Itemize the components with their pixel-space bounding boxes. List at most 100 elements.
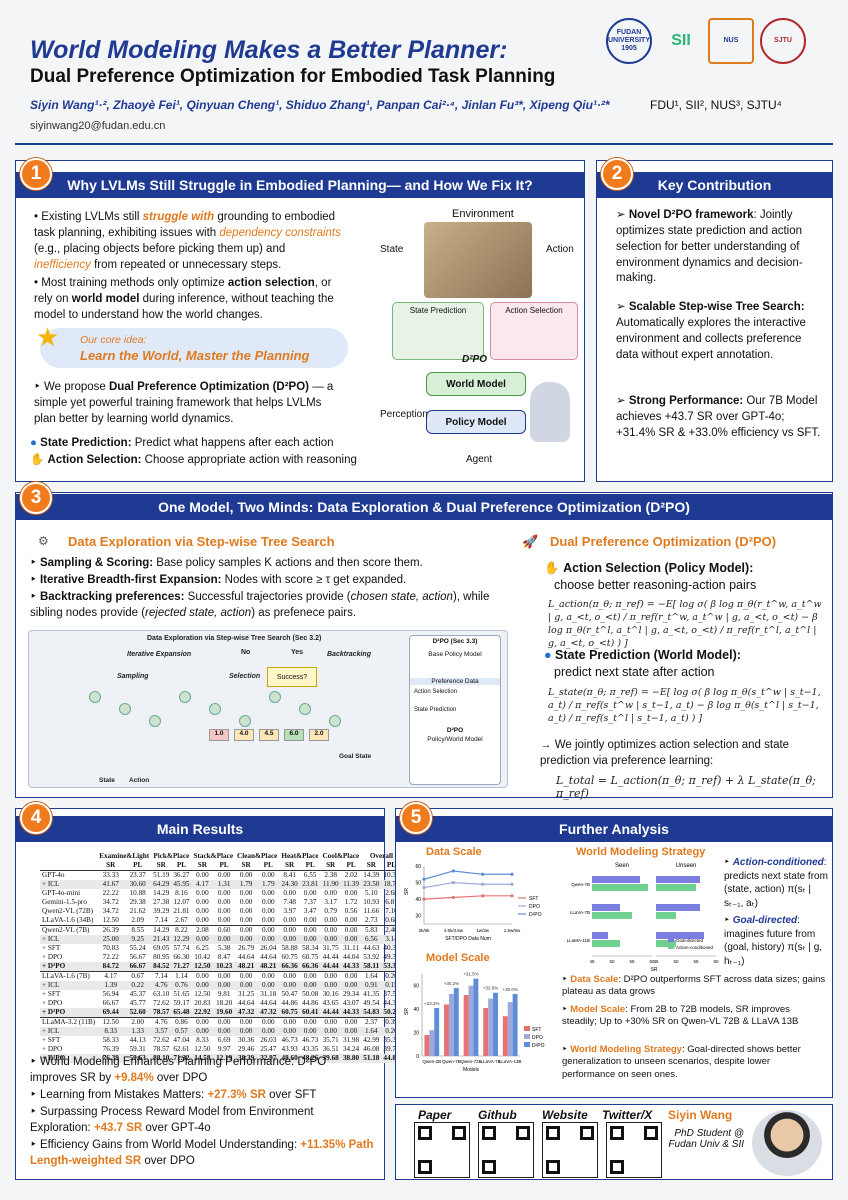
table-cell: 64.29 (151, 880, 172, 889)
tick-label: 4.5k/3.5w (444, 928, 464, 933)
x-axis-label: SFT/DPO Data Num (445, 936, 491, 942)
table-cell: 31.11 (343, 944, 359, 952)
table-cell: 0.00 (340, 1027, 362, 1036)
table-cell: 3.97 (283, 907, 296, 915)
table-cell: 10.37 (383, 871, 400, 879)
tick-label: 45 (589, 959, 595, 964)
tick-label: Qwen-72B (460, 1059, 481, 1064)
table-cell: 46.08 (363, 1045, 380, 1053)
col-sub-header: SR (326, 861, 336, 869)
table-cell: + SFT (42, 944, 61, 952)
bar (453, 988, 459, 1056)
paper-qr-code[interactable] (414, 1122, 470, 1178)
table-cell: 22.92 (191, 1008, 214, 1018)
table-cell: 49.54 (363, 999, 380, 1007)
table-cell: 78.57 (153, 1045, 170, 1053)
col-sub-header: SR (156, 861, 166, 869)
table-cell: + D²PO (40, 1008, 98, 1018)
table-cell: 0.39 (381, 1017, 402, 1027)
website-qr-code[interactable] (542, 1122, 598, 1178)
table-cell: 0.00 (239, 889, 253, 897)
table-cell: 6.69 (217, 1036, 231, 1044)
col-sub-header: PL (386, 861, 397, 869)
table-cell: + DPO (42, 999, 63, 1007)
table-cell: 0.00 (340, 935, 362, 944)
table-cell: 0.00 (340, 971, 362, 981)
table-cell: 39.29 (153, 907, 170, 915)
github-qr-code[interactable] (478, 1122, 534, 1178)
twitter-link-label[interactable]: Twitter/X (602, 1108, 653, 1122)
table-cell: 26.04 (260, 944, 277, 952)
table-cell: 84.52 (151, 962, 172, 972)
table-cell: 34.24 (342, 1045, 360, 1053)
table-cell: 57.74 (173, 944, 190, 952)
table-cell: 21.81 (173, 907, 190, 915)
table-cell: 7.48 (283, 898, 296, 906)
table-cell: 11.90 (320, 880, 341, 889)
legend-label: Goal-directed (676, 938, 704, 943)
joint-objective-text: → We jointly optimizes action selection … (540, 739, 790, 767)
table-cell: 47.32 (257, 1008, 280, 1018)
table-cell: 4.17 (191, 880, 214, 889)
website-link-label[interactable]: Website (542, 1108, 588, 1122)
table-cell: 0.00 (235, 1017, 258, 1027)
score-box: 4.0 (234, 729, 254, 741)
table-cell: 42.99 (363, 1036, 380, 1044)
bar (592, 876, 640, 883)
panel-title: Unseen (676, 863, 697, 869)
table-cell: 23.81 (299, 880, 321, 889)
table-cell: 2.09 (131, 916, 144, 924)
table-cell: 0.00 (344, 916, 358, 924)
table-cell: 0.00 (261, 916, 275, 924)
fig-action-label: Action (546, 244, 574, 255)
table-cell: 0.00 (279, 981, 300, 990)
paper-link-label[interactable]: Paper (418, 1108, 452, 1122)
table-cell: 0.00 (261, 871, 275, 879)
bar (444, 1004, 449, 1056)
table-cell: 0.00 (303, 889, 317, 897)
fudan-logo: FUDAN UNIVERSITY 1905 (606, 18, 652, 64)
fig-env-label: Environment (452, 208, 514, 220)
email: siyinwang20@fudan.edu.cn (30, 120, 166, 132)
github-link-label[interactable]: Github (478, 1108, 517, 1122)
section-3-number: 3 (20, 482, 52, 514)
analysis-note-2: ‣ Model Scale: From 2B to 72B models, SR… (562, 1004, 799, 1028)
table-cell: 44.44 (320, 1008, 341, 1018)
twitter-qr-code[interactable] (606, 1122, 662, 1178)
action-conditioned-note: ‣ Action-conditioned: predicts next stat… (724, 857, 828, 909)
table-cell: 72.22 (102, 953, 119, 961)
table-cell: 9.81 (217, 990, 231, 998)
bar-annotation: +32.6% (483, 986, 498, 991)
table-cell: 48.26 (299, 1054, 321, 1063)
table-cell: 44.64 (260, 953, 277, 961)
table-cell: 2.67 (175, 916, 188, 924)
table-cell: 0.68 (385, 916, 398, 924)
table-cell: 46.73 (281, 1036, 298, 1044)
legend-swatch (668, 938, 674, 942)
s1-state-prediction: ● State Prediction: Predict what happens… (30, 437, 334, 449)
table-cell: 39.68 (320, 1054, 341, 1063)
table-cell: 24.30 (279, 880, 300, 889)
table-cell: 0.00 (303, 916, 317, 924)
table-cell: 21.62 (129, 907, 146, 915)
table-cell: 33.33 (102, 871, 119, 879)
table-cell: 47.32 (235, 1008, 258, 1018)
table-cell: 44.86 (302, 999, 319, 1007)
table-cell: 69.44 (97, 1008, 125, 1018)
table-cell: 12.19 (213, 1054, 236, 1063)
table-cell: 0.26 (381, 1027, 402, 1036)
legend-swatch (524, 1042, 530, 1047)
bar (592, 912, 632, 919)
fig-sampling-label: Sampling (117, 673, 149, 680)
tick-label: LLaVA-13B (499, 1059, 522, 1064)
table-cell: 0.00 (279, 935, 300, 944)
poster-title: World Modeling Makes a Better Planner: (30, 36, 508, 64)
table-cell: 36.27 (173, 871, 190, 879)
table-cell: 0.00 (196, 889, 209, 897)
table-cell: 3.57 (151, 1027, 172, 1036)
